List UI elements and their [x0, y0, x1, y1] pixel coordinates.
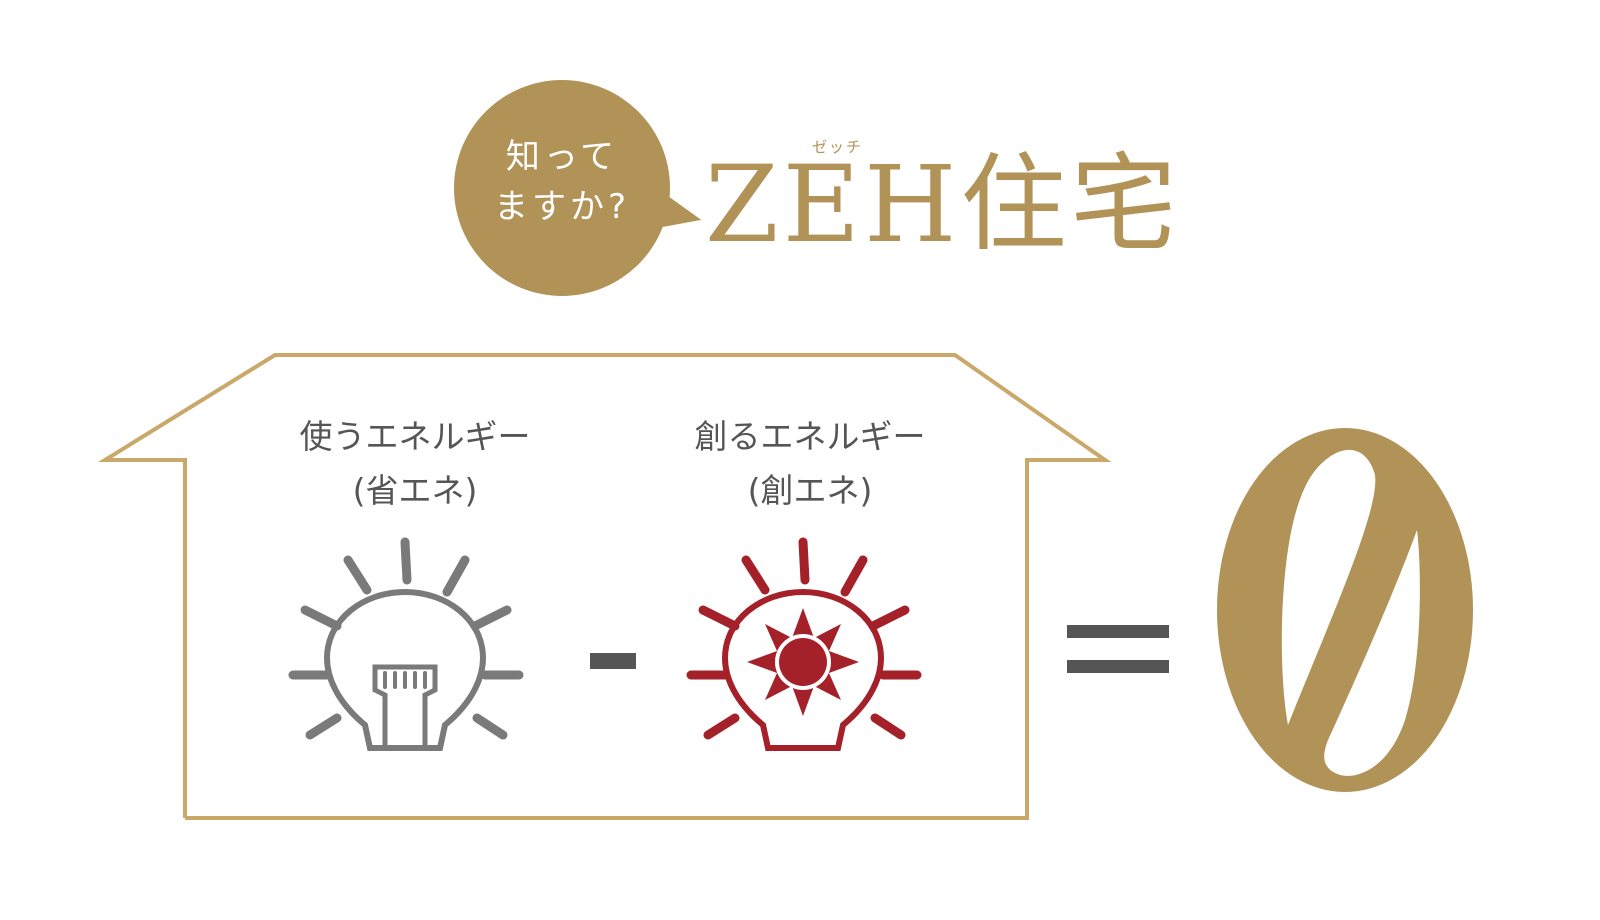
equals-operator-bottom-bar	[1067, 660, 1169, 673]
solar-lightbulb-icon	[686, 537, 922, 751]
consumed-energy-line-1: 使うエネルギー	[299, 417, 531, 456]
created-energy-label: 創るエネルギー (創エネ)	[650, 410, 970, 518]
speech-bubble	[454, 80, 670, 296]
minus-operator	[590, 653, 636, 669]
speech-bubble-text: 知って ますか?	[454, 132, 670, 232]
lightbulb-icon	[288, 537, 524, 751]
bubble-line-2: ますか?	[493, 187, 631, 227]
page-title: ZEH住宅	[705, 143, 1181, 266]
title-ruby: ゼッチ	[812, 138, 864, 156]
equals-operator-top-bar	[1067, 625, 1169, 638]
created-energy-line-2: (創エネ)	[747, 471, 873, 510]
bubble-line-1: 知って	[505, 137, 619, 177]
created-energy-line-1: 創るエネルギー	[694, 417, 926, 456]
consumed-energy-line-2: (省エネ)	[352, 471, 478, 510]
consumed-energy-label: 使うエネルギー (省エネ)	[255, 410, 575, 518]
zero-result	[1217, 428, 1473, 792]
